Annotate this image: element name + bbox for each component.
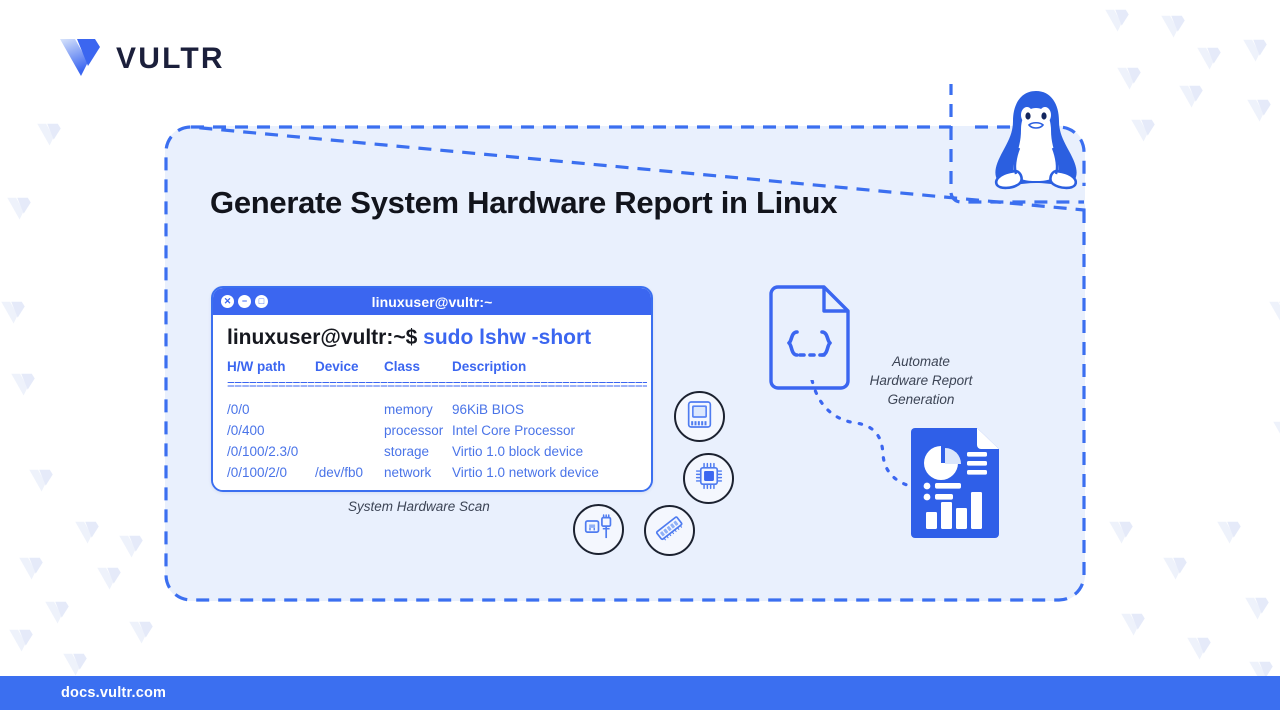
watermark-v-logo-icon: [62, 652, 88, 679]
badge-storage[interactable]: [674, 391, 725, 442]
watermark-v-logo-icon: [1108, 520, 1134, 547]
column-header-path: H/W path: [227, 359, 286, 375]
linux-tux-penguin-icon: [988, 88, 1084, 194]
terminal-column-headers: H/W path Device Class Description: [227, 356, 651, 377]
watermark-v-logo-icon: [1272, 420, 1280, 447]
cell-path: /0/100/2.3/0: [227, 444, 299, 460]
terminal-title-bar: ✕ − □ linuxuser@vultr:~: [213, 288, 651, 315]
watermark-v-logo-icon: [44, 600, 70, 627]
column-header-description: Description: [452, 359, 527, 375]
watermark-v-logo-icon: [6, 196, 32, 223]
close-icon[interactable]: ✕: [221, 295, 234, 308]
terminal-output-row: /0/100/2.3/0 storage Virtio 1.0 block devi…: [227, 441, 651, 462]
terminal-caption: System Hardware Scan: [348, 499, 490, 514]
terminal-command: sudo lshw -short: [423, 326, 592, 349]
watermark-v-logo-icon: [1216, 520, 1242, 547]
badge-cpu[interactable]: [683, 453, 734, 504]
footer-url: docs.vultr.com: [61, 685, 167, 701]
watermark-v-logo-icon: [18, 556, 44, 583]
cell-class: network: [384, 465, 432, 481]
watermark-v-logo-icon: [128, 620, 154, 647]
cpu-chip-icon: [695, 462, 723, 495]
watermark-v-logo-icon: [8, 628, 34, 655]
automate-label-line-2: Hardware Report: [869, 373, 973, 389]
badge-network[interactable]: [573, 504, 624, 555]
watermark-v-logo-icon: [0, 300, 26, 327]
terminal-prompt: linuxuser@vultr:~$: [227, 326, 418, 349]
cell-path: /0/100/2/0: [227, 465, 288, 481]
cell-class: storage: [384, 444, 430, 460]
cell-path: /0/400: [227, 423, 265, 439]
cell-class: processor: [384, 423, 444, 439]
watermark-v-logo-icon: [36, 122, 62, 149]
cell-class: memory: [384, 402, 433, 418]
report-chart-document-icon: [911, 428, 999, 538]
badge-ram[interactable]: [644, 505, 695, 556]
terminal-body[interactable]: linuxuser@vultr:~$ sudo lshw -short H/W …: [213, 315, 651, 490]
watermark-v-logo-icon: [28, 468, 54, 495]
dashed-card-border: [164, 84, 1086, 602]
watermark-v-logo-icon: [74, 520, 100, 547]
maximize-icon[interactable]: □: [255, 295, 268, 308]
column-header-device: Device: [315, 359, 359, 375]
watermark-v-logo-icon: [1186, 636, 1212, 663]
cell-description: Virtio 1.0 block device: [452, 444, 584, 460]
automate-label-line-3: Generation: [887, 392, 955, 408]
terminal-output-row: /0/400 processor Intel Core Processor: [227, 420, 651, 441]
terminal-window[interactable]: ✕ − □ linuxuser@vultr:~ linuxuser@vultr:…: [211, 286, 653, 492]
terminal-output-rows: /0/0 memory 96KiB BIOS/0/400 processor Intel…: [227, 399, 651, 483]
terminal-separator-rule: ========================================…: [227, 377, 647, 393]
cell-description: 96KiB BIOS: [452, 402, 525, 418]
page-header: VULTR: [0, 0, 1280, 110]
cell-device: [315, 441, 384, 462]
watermark-v-logo-icon: [118, 534, 144, 561]
watermark-v-logo-icon: [1268, 300, 1280, 327]
terminal-window-controls[interactable]: ✕ − □: [221, 295, 268, 308]
watermark-v-logo-icon: [1120, 612, 1146, 639]
terminal-prompt-line: linuxuser@vultr:~$ sudo lshw -short: [227, 325, 651, 351]
storage-drive-icon: [687, 400, 712, 434]
cell-description: Virtio 1.0 network device: [452, 465, 599, 481]
ram-module-icon: [655, 514, 684, 548]
vultr-v-logo-icon: [58, 36, 102, 82]
cell-device: [315, 420, 384, 441]
network-port-icon: [584, 514, 613, 545]
cell-description: Intel Core Processor: [452, 423, 576, 439]
automate-label: Automate Hardware Report Generation: [862, 352, 980, 409]
watermark-v-logo-icon: [10, 372, 36, 399]
cell-device: [315, 399, 384, 420]
watermark-v-logo-icon: [96, 566, 122, 593]
json-document-icon: [767, 285, 852, 390]
minimize-icon[interactable]: −: [238, 295, 251, 308]
page-title: Generate System Hardware Report in Linux: [210, 185, 838, 220]
cell-path: /0/0: [227, 402, 250, 418]
vultr-logo: VULTR: [58, 36, 225, 82]
cell-device: /dev/fb0: [315, 465, 364, 481]
footer-bar: docs.vultr.com: [0, 676, 1280, 710]
vultr-wordmark: VULTR: [116, 42, 225, 75]
column-header-class: Class: [384, 359, 421, 375]
watermark-v-logo-icon: [1130, 118, 1156, 145]
terminal-title: linuxuser@vultr:~: [371, 293, 493, 310]
terminal-output-row: /0/0 memory 96KiB BIOS: [227, 399, 651, 420]
watermark-v-logo-icon: [1244, 596, 1270, 623]
watermark-v-logo-icon: [1162, 556, 1188, 583]
terminal-output-row: /0/100/2/0/dev/fb0 network Virtio 1.0 netw…: [227, 462, 651, 483]
automate-label-line-1: Automate: [892, 354, 950, 369]
